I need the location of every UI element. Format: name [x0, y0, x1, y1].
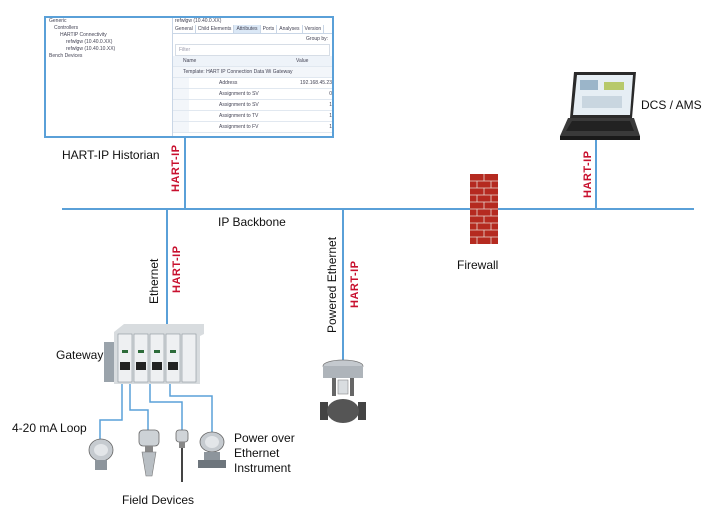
tab-version[interactable]: Version — [303, 25, 325, 33]
ethernet-label: Ethernet — [147, 258, 161, 304]
template-label: Template: HART IP Connection Data Wi Gat… — [183, 69, 293, 75]
tab-general[interactable]: General — [173, 25, 196, 33]
tree-item[interactable]: refwlgw (10.40.0.XX) — [66, 39, 113, 45]
historian-window: Generic Controllers HARTIP Connectivity … — [44, 16, 334, 138]
tree-item[interactable]: Bench Devices — [49, 53, 83, 59]
row-value: 192.168.45.23 — [300, 80, 332, 86]
row-name: Assignment to SV — [173, 100, 326, 110]
gateway-label: Gateway — [56, 348, 104, 362]
tree-item[interactable]: HARTIP Connectivity — [60, 32, 107, 38]
hartip-logo-dcs: HART-IP — [582, 150, 594, 199]
tree-item[interactable]: Controllers — [54, 25, 79, 31]
table-row[interactable]: Address 192.168.45.23 — [173, 78, 332, 89]
poe-label-line1: Power over — [234, 431, 295, 445]
loop-line-3 — [149, 383, 183, 430]
row-value: 0 — [329, 91, 332, 97]
row-name: Assignment to TV — [173, 111, 326, 121]
filter-input[interactable]: Filter — [175, 44, 330, 56]
field-devices-label: Field Devices — [122, 493, 195, 507]
table-row[interactable]: Assignment to TV 1 — [173, 111, 332, 122]
hartip-logo-gateway: HART-IP — [171, 245, 183, 294]
poe-instrument-icon — [198, 431, 226, 468]
valve-icon — [320, 359, 366, 423]
firewall-label: Firewall — [457, 258, 499, 272]
table-row[interactable]: Assignment to SV 0 — [173, 89, 332, 100]
col-value[interactable]: Value — [296, 58, 309, 64]
table-row[interactable]: Assignment to FV 1 — [173, 122, 332, 133]
tab-child-elements[interactable]: Child Elements — [196, 25, 235, 33]
col-name[interactable]: Name — [183, 58, 197, 64]
loop-label: 4-20 mA Loop — [12, 421, 87, 435]
laptop-icon — [560, 72, 640, 140]
firewall-icon — [470, 174, 498, 244]
poe-line — [169, 383, 213, 432]
hartip-logo-powered: HART-IP — [349, 260, 361, 309]
column-header: Name Value — [173, 56, 332, 67]
radar-level-icon — [138, 429, 160, 477]
historian-tree: Generic Controllers HARTIP Connectivity … — [46, 18, 173, 136]
template-row[interactable]: Template: HART IP Connection Data Wi Gat… — [173, 67, 332, 78]
group-by[interactable]: Group by: — [306, 36, 328, 42]
row-name: Address — [173, 78, 297, 88]
guided-wave-icon — [175, 429, 189, 482]
pane-tabs: General Child Elements Attributes Ports … — [173, 25, 332, 34]
historian-detail-pane: refwlgw (10.40.0.XX) General Child Eleme… — [173, 18, 332, 136]
loop-line-2 — [129, 383, 149, 430]
pane-title: refwlgw (10.40.0.XX) — [175, 18, 222, 24]
loop-line-1 — [99, 383, 123, 440]
tab-ports[interactable]: Ports — [261, 25, 278, 33]
dcs-label: DCS / AMS — [641, 98, 702, 112]
tree-item[interactable]: Generic — [49, 18, 67, 24]
row-value: 1 — [329, 102, 332, 108]
backbone-label: IP Backbone — [218, 215, 286, 229]
row-name: Assignment to SV — [173, 89, 326, 99]
powered-ethernet-label: Powered Ethernet — [325, 236, 339, 333]
row-name: Assignment to FV — [173, 122, 326, 132]
tab-analyses[interactable]: Analyses — [277, 25, 303, 33]
hartip-logo-historian: HART-IP — [170, 144, 182, 193]
poe-label-line2: Ethernet — [234, 446, 280, 460]
table-row[interactable]: Assignment to SV 1 — [173, 100, 332, 111]
poe-label-line3: Instrument — [234, 461, 291, 475]
tab-attributes[interactable]: Attributes — [234, 25, 261, 33]
tree-item[interactable]: refwlgw (10.40.10.XX) — [66, 46, 116, 52]
row-value: 1 — [329, 124, 332, 130]
gateway-device-icon — [104, 324, 204, 384]
historian-label: HART-IP Historian — [62, 148, 160, 162]
row-value: 1 — [329, 113, 332, 119]
transmitter-icon — [88, 438, 114, 470]
